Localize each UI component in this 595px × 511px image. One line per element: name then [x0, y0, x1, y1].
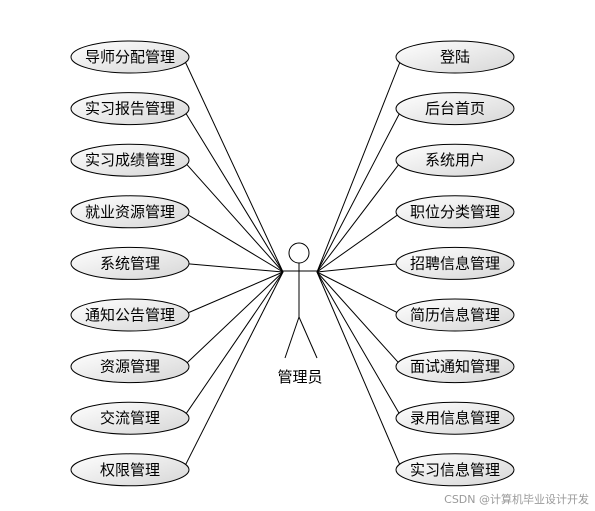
use-case-label: 系统用户 [425, 151, 485, 169]
association-line-right-4 [316, 262, 403, 273]
use-case-ellipse [70, 195, 190, 229]
association-line-left-3 [182, 211, 284, 273]
use-case-ellipse [70, 246, 190, 280]
actor-head [288, 242, 310, 264]
use-case-label: 交流管理 [100, 409, 160, 427]
use-case-left-0: 导师分配管理 [70, 40, 190, 74]
use-case-right-1: 后台首页 [395, 92, 515, 126]
association-line-right-2 [316, 159, 403, 273]
association-line-left-4 [182, 262, 284, 273]
association-lines [182, 56, 403, 471]
use-case-right-4: 招聘信息管理 [395, 246, 515, 280]
use-case-ellipse [395, 298, 515, 332]
use-case-label: 后台首页 [425, 100, 485, 118]
use-case-ellipse [70, 401, 190, 435]
use-case-label: 实习信息管理 [410, 461, 500, 479]
use-case-ellipse [395, 401, 515, 435]
use-case-label: 录用信息管理 [410, 409, 500, 427]
use-case-ellipse [395, 40, 515, 74]
use-case-ellipse [70, 143, 190, 177]
use-case-label: 登陆 [440, 48, 470, 66]
association-line-right-1 [316, 108, 403, 273]
use-case-ellipse [70, 40, 190, 74]
use-case-ellipse [70, 298, 190, 332]
association-line-right-8 [316, 271, 403, 470]
use-case-ellipse [70, 350, 190, 384]
use-case-ellipse [395, 350, 515, 384]
use-case-label: 权限管理 [100, 461, 160, 479]
association-line-right-6 [316, 271, 403, 367]
use-case-right-6: 面试通知管理 [395, 350, 515, 384]
use-case-label: 通知公告管理 [85, 306, 175, 324]
use-case-ellipse [70, 92, 190, 126]
use-case-left-2: 实习成绩管理 [70, 143, 190, 177]
use-case-right-5: 简历信息管理 [395, 298, 515, 332]
use-case-label: 导师分配管理 [85, 48, 175, 66]
left-use-cases: 导师分配管理实习报告管理实习成绩管理就业资源管理系统管理通知公告管理资源管理交流… [70, 40, 190, 487]
use-case-ellipse [70, 453, 190, 487]
use-case-left-5: 通知公告管理 [70, 298, 190, 332]
use-case-right-0: 登陆 [395, 40, 515, 74]
association-line-right-7 [316, 271, 403, 419]
use-case-left-7: 交流管理 [70, 401, 190, 435]
use-case-label: 就业资源管理 [85, 203, 175, 221]
actor-figure: 管理员 [277, 242, 323, 386]
use-case-label: 职位分类管理 [410, 203, 500, 221]
association-line-left-0 [182, 56, 284, 273]
use-case-left-4: 系统管理 [70, 246, 190, 280]
use-case-left-8: 权限管理 [70, 453, 190, 487]
association-line-left-5 [182, 271, 284, 316]
use-case-ellipse [395, 453, 515, 487]
use-case-label: 招聘信息管理 [410, 254, 500, 272]
use-case-label: 简历信息管理 [410, 306, 500, 324]
use-case-label: 系统管理 [100, 254, 160, 272]
association-line-left-8 [182, 271, 284, 471]
use-case-right-3: 职位分类管理 [395, 195, 515, 229]
use-case-right-8: 实习信息管理 [395, 453, 515, 487]
right-use-cases: 登陆后台首页系统用户职位分类管理招聘信息管理简历信息管理面试通知管理录用信息管理… [395, 40, 515, 487]
association-line-left-2 [182, 159, 284, 273]
use-case-label: 实习成绩管理 [85, 151, 175, 169]
use-case-label: 实习报告管理 [85, 100, 175, 118]
use-case-left-1: 实习报告管理 [70, 92, 190, 126]
use-case-ellipse [395, 195, 515, 229]
association-line-right-0 [316, 56, 403, 273]
use-case-ellipse [395, 92, 515, 126]
association-line-left-7 [182, 271, 284, 419]
use-case-ellipse [395, 246, 515, 280]
use-case-left-3: 就业资源管理 [70, 195, 190, 229]
actor-left-leg [284, 316, 300, 359]
use-case-right-7: 录用信息管理 [395, 401, 515, 435]
association-line-right-5 [316, 271, 403, 316]
use-case-left-6: 资源管理 [70, 350, 190, 384]
watermark: CSDN @计算机毕业设计开发 [444, 493, 589, 506]
use-case-label: 资源管理 [100, 358, 160, 376]
association-line-right-3 [316, 211, 403, 273]
use-case-label: 面试通知管理 [410, 358, 500, 376]
use-case-ellipse [395, 143, 515, 177]
use-case-right-2: 系统用户 [395, 143, 515, 177]
association-line-left-1 [182, 108, 284, 273]
actor-right-leg [298, 316, 318, 359]
actor-label: 管理员 [277, 368, 322, 386]
association-line-left-6 [182, 271, 284, 367]
